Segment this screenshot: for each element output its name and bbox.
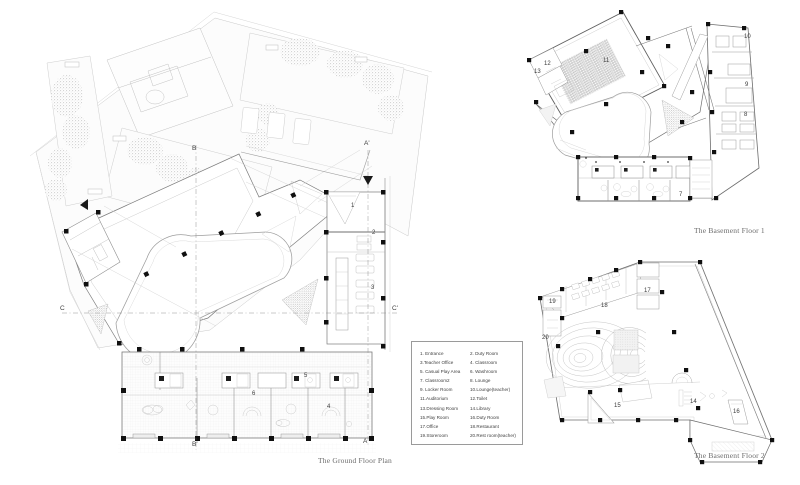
room-label-13: 13 [534, 69, 541, 75]
legend-item: 17.Office [420, 423, 439, 429]
section-marker-a-prime: A' [364, 140, 370, 147]
room-label-10: 10 [744, 34, 751, 40]
legend-item: 18.Restaurant [470, 423, 499, 429]
room-label-14: 14 [690, 399, 697, 405]
legend-item: 20.Rest room(teacher) [470, 432, 516, 438]
section-marker-a: A [363, 438, 368, 445]
room-legend: 1. Entrance 2. Duty Room 3.Teacher Offic… [411, 341, 523, 445]
room-label-6: 6 [252, 391, 256, 397]
room-label-3: 3 [371, 285, 375, 291]
legend-item: 13.Dressing Room [420, 405, 459, 411]
caption-basement-2: The Basement Floor 2 [694, 451, 765, 460]
legend-item: 6. Washroom [470, 369, 498, 375]
legend-item: 12.Toilet [470, 396, 488, 402]
room-label-12: 12 [544, 61, 551, 67]
caption-ground-floor: The Ground Floor Plan [318, 456, 392, 465]
room-label-9: 9 [745, 82, 749, 88]
room-label-16: 16 [733, 409, 740, 415]
section-marker-c: C [60, 305, 65, 312]
room-label-7: 7 [679, 192, 683, 198]
caption-basement-1: The Basement Floor 1 [694, 226, 765, 235]
legend-item: 4. Classroom [470, 360, 498, 366]
legend-item: 15.Play Room [420, 414, 449, 420]
room-label-11: 11 [603, 58, 610, 64]
room-label-19: 19 [549, 299, 556, 305]
legend-item: 3.Teacher Office [420, 360, 454, 366]
legend-grid: 1. Entrance 2. Duty Room 3.Teacher Offic… [420, 349, 516, 440]
room-label-15: 15 [614, 403, 621, 409]
legend-item: 11.Auditorium [420, 396, 449, 402]
section-marker-b: B [192, 145, 197, 152]
legend-item: 14.Library [470, 405, 491, 411]
legend-item: 5. Casual Play Area [420, 369, 461, 375]
legend-item: 9. Locker Room [420, 387, 453, 393]
legend-item: 19.Storeroom [420, 432, 448, 438]
room-label-2: 2 [372, 230, 376, 236]
section-marker-b-prime: B' [192, 441, 198, 448]
legend-item: 1. Entrance [420, 351, 444, 356]
room-label-4: 4 [327, 404, 331, 410]
section-marker-c-prime: C' [392, 305, 398, 312]
legend-item: 8. Lounge [470, 378, 491, 384]
room-label-1: 1 [351, 203, 355, 209]
legend-item: 10.Lounge(teacher) [470, 387, 511, 393]
room-label-5: 5 [304, 373, 308, 379]
room-label-18: 18 [601, 303, 608, 309]
room-label-17: 17 [644, 288, 651, 294]
room-label-8: 8 [744, 112, 748, 118]
legend-item: 2. Duty Room [470, 351, 499, 356]
room-label-20: 20 [542, 335, 549, 341]
legend-item: 7. Classroom2 [420, 378, 450, 384]
legend-item: 16.Duty Room [470, 414, 500, 420]
